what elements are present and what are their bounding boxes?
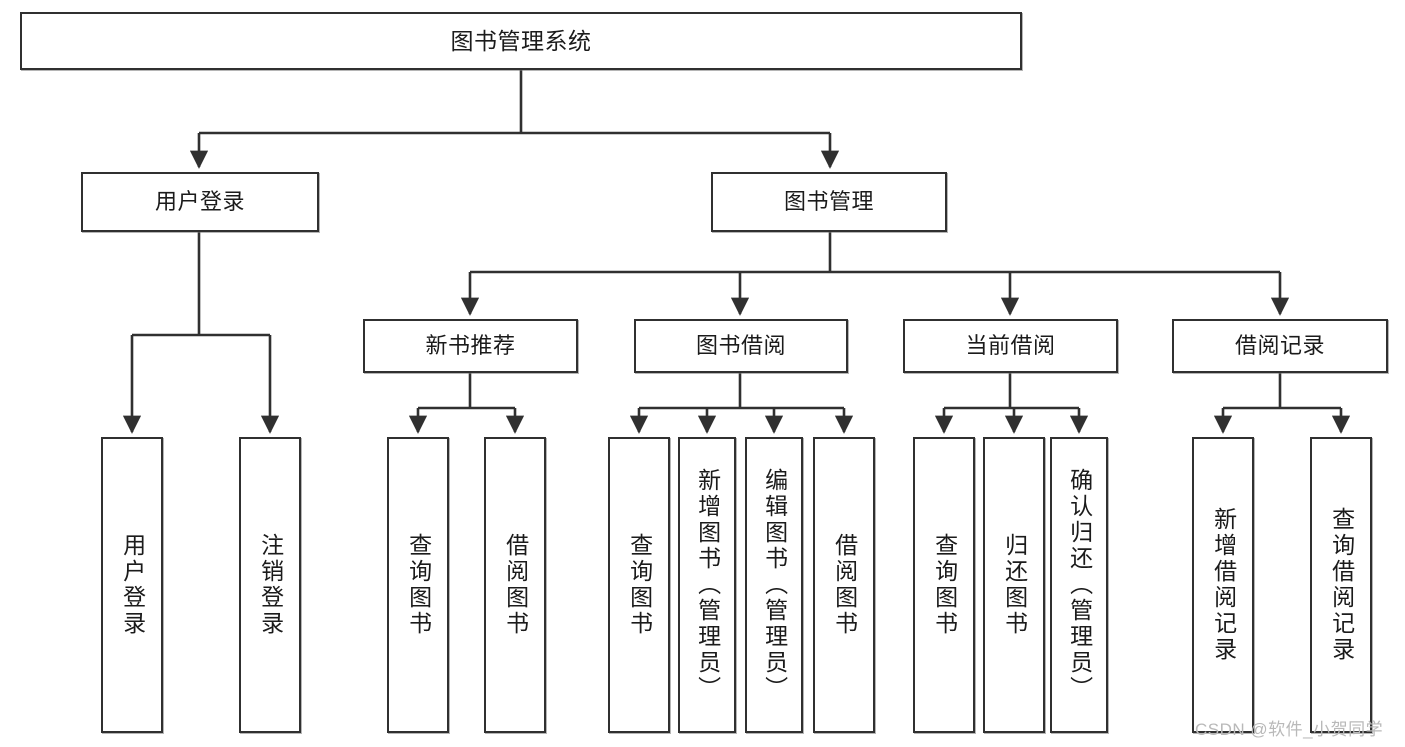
node-borrow-record-label: 借阅记录 bbox=[1234, 332, 1325, 358]
node-root-label: 图书管理系统 bbox=[450, 27, 592, 54]
node-book-borrow[interactable]: 图书借阅 bbox=[634, 319, 848, 373]
node-leaf-borrow-book-recommend-label: 借阅图书 bbox=[502, 533, 529, 637]
node-leaf-query-book-recommend-label: 查询图书 bbox=[405, 533, 432, 637]
node-leaf-logout-login-label: 注销登录 bbox=[257, 533, 284, 637]
node-leaf-confirm-return-admin[interactable]: 确认归还（管理员） bbox=[1050, 437, 1108, 733]
node-leaf-query-book-current[interactable]: 查询图书 bbox=[913, 437, 975, 733]
node-leaf-user-login[interactable]: 用户登录 bbox=[101, 437, 163, 733]
node-current-borrow-label: 当前借阅 bbox=[965, 332, 1056, 358]
node-user-login[interactable]: 用户登录 bbox=[81, 172, 319, 232]
node-leaf-borrow-book-label: 借阅图书 bbox=[831, 533, 858, 637]
node-borrow-record[interactable]: 借阅记录 bbox=[1172, 319, 1388, 373]
node-leaf-return-book[interactable]: 归还图书 bbox=[983, 437, 1045, 733]
node-leaf-query-borrow-record-label: 查询借阅记录 bbox=[1328, 507, 1355, 663]
node-user-login-label: 用户登录 bbox=[154, 188, 245, 214]
node-leaf-return-book-label: 归还图书 bbox=[1001, 533, 1028, 637]
node-leaf-edit-book-admin[interactable]: 编辑图书（管理员） bbox=[745, 437, 803, 733]
node-leaf-query-book-recommend[interactable]: 查询图书 bbox=[387, 437, 449, 733]
node-leaf-borrow-book[interactable]: 借阅图书 bbox=[813, 437, 875, 733]
node-book-manage-label: 图书管理 bbox=[783, 188, 874, 214]
node-leaf-query-borrow-record[interactable]: 查询借阅记录 bbox=[1310, 437, 1372, 733]
node-leaf-add-book-admin-label: 新增图书（管理员） bbox=[694, 468, 721, 702]
node-leaf-query-book-borrow-label: 查询图书 bbox=[626, 533, 653, 637]
node-leaf-add-book-admin[interactable]: 新增图书（管理员） bbox=[678, 437, 736, 733]
node-leaf-add-borrow-record-label: 新增借阅记录 bbox=[1210, 507, 1237, 663]
node-new-book-recommend[interactable]: 新书推荐 bbox=[363, 319, 578, 373]
node-new-book-recommend-label: 新书推荐 bbox=[425, 332, 516, 358]
node-book-borrow-label: 图书借阅 bbox=[695, 332, 786, 358]
node-leaf-borrow-book-recommend[interactable]: 借阅图书 bbox=[484, 437, 546, 733]
node-leaf-edit-book-admin-label: 编辑图书（管理员） bbox=[761, 468, 788, 702]
node-leaf-logout-login[interactable]: 注销登录 bbox=[239, 437, 301, 733]
node-root[interactable]: 图书管理系统 bbox=[20, 12, 1022, 70]
node-leaf-query-book-borrow[interactable]: 查询图书 bbox=[608, 437, 670, 733]
csdn-watermark: CSDN @软件_小贺同学 bbox=[1195, 720, 1384, 739]
node-leaf-user-login-label: 用户登录 bbox=[119, 533, 146, 637]
node-leaf-confirm-return-admin-label: 确认归还（管理员） bbox=[1066, 468, 1093, 702]
node-leaf-query-book-current-label: 查询图书 bbox=[931, 533, 958, 637]
node-current-borrow[interactable]: 当前借阅 bbox=[903, 319, 1118, 373]
node-book-manage[interactable]: 图书管理 bbox=[711, 172, 947, 232]
node-leaf-add-borrow-record[interactable]: 新增借阅记录 bbox=[1192, 437, 1254, 733]
